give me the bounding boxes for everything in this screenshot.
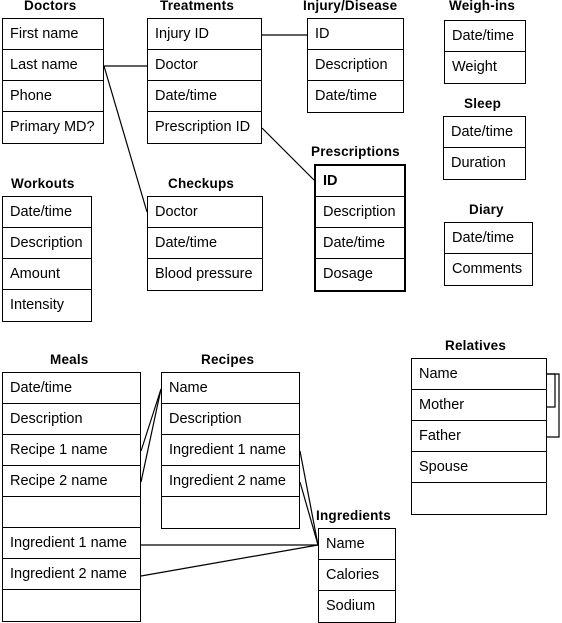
link-meals-ingredient2	[140, 544, 319, 577]
field-empty	[3, 497, 140, 528]
field-date-time: Date/time	[445, 21, 525, 52]
table-title: Ingredients	[316, 508, 391, 523]
link-doctors-checkups	[103, 65, 148, 213]
link-relatives-father	[547, 373, 560, 438]
field-blank-row	[162, 497, 299, 528]
table-title: Treatments	[160, 0, 235, 13]
field-comments: Comments	[452, 261, 523, 277]
table-title: Injury/Disease	[303, 0, 398, 13]
field-description: Description	[3, 228, 91, 259]
field-blood-pressure: Blood pressure	[155, 266, 253, 282]
field-date-time: Date/time	[444, 117, 525, 148]
field-date-time: Date/time	[315, 88, 378, 104]
field-description: Description	[308, 50, 403, 81]
table-title: Meals	[50, 352, 89, 367]
link-recipes-ingredient1	[299, 450, 319, 546]
table-title: Diary	[469, 202, 504, 217]
field-first-name: First name	[3, 19, 103, 50]
link-meals-recipe2	[140, 388, 162, 483]
field-ingredient-1-name: Ingredient 1 name	[162, 435, 299, 466]
table-title: Relatives	[445, 338, 507, 353]
link-relatives-mother	[547, 373, 556, 408]
table-title: Checkups	[168, 176, 235, 191]
field-name: Name	[412, 359, 546, 390]
table-title: Workouts	[11, 176, 75, 191]
field-mother: Mother	[412, 390, 546, 421]
field-spouse: Spouse	[412, 452, 546, 483]
field-prescription-id: Prescription ID	[155, 119, 251, 135]
link-meals-recipe1	[140, 388, 162, 452]
field-ingredient-2-name: Ingredient 2 name	[3, 559, 140, 590]
field-duration: Duration	[451, 155, 506, 171]
field-date-time: Date/time	[445, 223, 532, 254]
field-ingredient-2-name: Ingredient 2 name	[162, 466, 299, 497]
field-blank-row	[412, 483, 546, 514]
field-date-time: Date/time	[3, 197, 91, 228]
field-recipe-1-name: Recipe 1 name	[3, 435, 140, 466]
field-date-time: Date/time	[3, 373, 140, 404]
table-title: Sleep	[464, 96, 502, 111]
field-intensity: Intensity	[10, 297, 64, 313]
link-treatments-prescriptions	[261, 127, 316, 182]
field-phone: Phone	[3, 81, 103, 112]
field-injury-id: Injury ID	[148, 19, 261, 50]
table-title: Recipes	[201, 352, 255, 367]
table-title: Weigh-ins	[449, 0, 516, 13]
field-description: Description	[316, 197, 404, 228]
field-description: Description	[3, 404, 140, 435]
field-recipe-2-name: Recipe 2 name	[3, 466, 140, 497]
field-calories: Calories	[319, 560, 395, 591]
field-name: Name	[162, 373, 299, 404]
field-doctor: Doctor	[148, 197, 262, 228]
field-date-time: Date/time	[316, 228, 404, 259]
field-weight: Weight	[452, 59, 497, 75]
field-primary-md: Primary MD?	[10, 119, 95, 135]
field-id: ID	[308, 19, 403, 50]
field-name: Name	[319, 529, 395, 560]
field-blank-row	[3, 590, 140, 621]
field-dosage: Dosage	[323, 266, 373, 282]
field-id: ID	[316, 166, 404, 197]
field-description: Description	[162, 404, 299, 435]
field-date-time: Date/time	[148, 81, 261, 112]
field-sodium: Sodium	[326, 598, 376, 614]
field-doctor: Doctor	[148, 50, 261, 81]
table-title: Doctors	[24, 0, 77, 13]
field-date-time: Date/time	[148, 228, 262, 259]
table-title: Prescriptions	[311, 144, 400, 159]
field-ingredient-1-name: Ingredient 1 name	[3, 528, 140, 559]
field-amount: Amount	[3, 259, 91, 290]
field-last-name: Last name	[3, 50, 103, 81]
field-father: Father	[412, 421, 546, 452]
